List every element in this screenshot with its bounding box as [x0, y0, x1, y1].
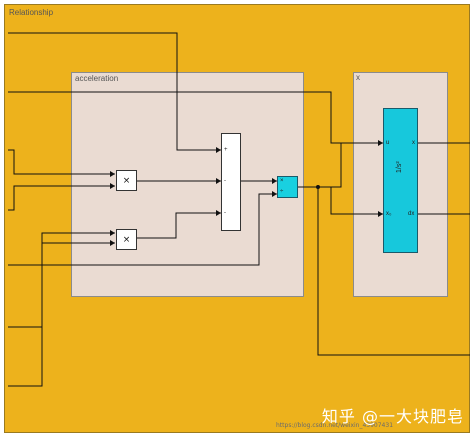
product-block-bottom[interactable]: × — [116, 229, 137, 250]
arrow-prod1-in2 — [110, 183, 115, 189]
watermark-url: https://blog.csdn.net/weixin_43907431 — [276, 422, 394, 429]
wire-input-3 — [8, 149, 115, 175]
arrow-integ-u — [378, 140, 383, 146]
arrow-sum-minus2 — [216, 210, 221, 216]
wire-divide-branch — [318, 186, 383, 215]
arrow-integ-x0 — [378, 211, 383, 217]
arrow-prod2-in1 — [110, 230, 115, 236]
wire-input-5 — [8, 232, 115, 328]
sum-sign-minus-2: - — [224, 210, 226, 216]
product-block-top[interactable]: × — [116, 170, 137, 191]
watermark-main: 知乎 @一大块肥皂 — [321, 407, 464, 426]
sum-sign-minus-1: - — [224, 178, 226, 184]
wire-divide-out — [298, 142, 383, 188]
acceleration-subsystem[interactable] — [71, 72, 304, 297]
relationship-title: Relationship — [9, 8, 54, 17]
wire-input-7 — [8, 193, 277, 266]
arrow-sum-minus1 — [216, 178, 221, 184]
second-order-integrator-block[interactable] — [383, 108, 418, 253]
integrator-port-x0: x₀ — [386, 211, 392, 217]
integrator-port-u: u — [386, 140, 390, 146]
wire-product2-out — [137, 212, 221, 239]
wire-feedback — [317, 187, 470, 356]
arrow-prod2-in2 — [110, 240, 115, 246]
divide-sign-divide: ÷ — [280, 189, 284, 195]
x-subsystem-title: x — [356, 73, 360, 82]
wire-input-2 — [8, 91, 355, 144]
arrow-prod1-in1 — [110, 171, 115, 177]
branch-point — [316, 185, 320, 189]
integrator-port-x: x — [412, 140, 415, 146]
arrow-sum-plus — [216, 147, 221, 153]
wire-input-6 — [8, 242, 115, 387]
divide-sign-multiply: × — [280, 178, 284, 184]
acceleration-title: acceleration — [75, 74, 119, 83]
sum-block[interactable] — [221, 133, 241, 231]
arrow-divide-in1 — [272, 178, 277, 184]
integrator-port-dx: dx — [408, 211, 415, 217]
divide-block[interactable] — [277, 176, 298, 198]
integrator-label: 1/s² — [396, 161, 403, 173]
arrow-divide-in2 — [272, 191, 277, 197]
wire-input-4 — [8, 185, 115, 211]
sum-sign-plus: + — [224, 147, 228, 153]
